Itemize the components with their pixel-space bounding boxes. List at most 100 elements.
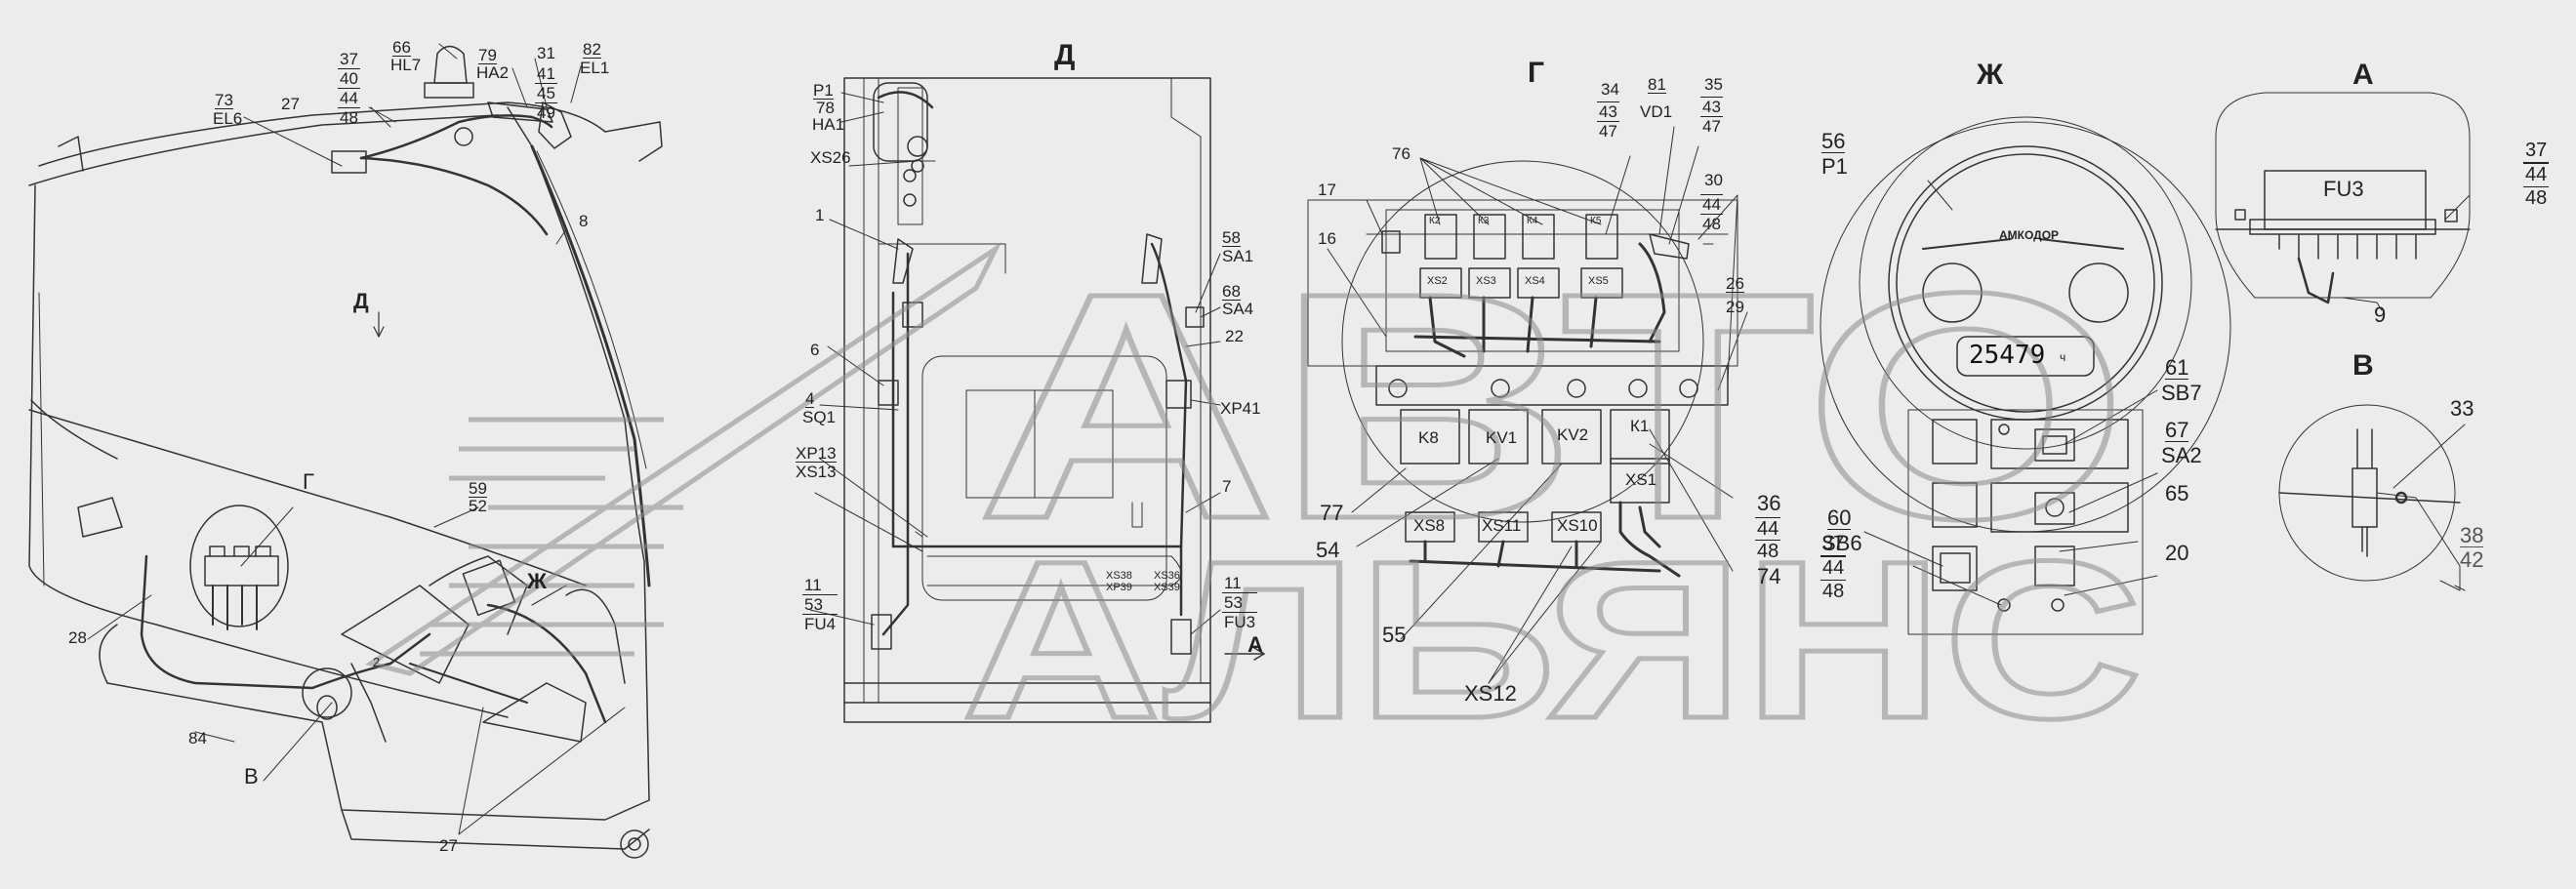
callout-8: 8 (579, 212, 589, 230)
connector-xs2: XS2 (1427, 275, 1448, 287)
callout-xp13: XP13 (796, 444, 837, 463)
odometer-display: 25479 (1969, 341, 2046, 370)
callout-36: 36 (1757, 491, 1781, 515)
callout-79: 79 (478, 46, 497, 64)
callout-xs38: XS38 (1106, 570, 1132, 582)
fuse-fu3-label: FU3 (2323, 177, 2364, 201)
callout-76: 76 (1392, 144, 1411, 163)
callout-74: 74 (1757, 564, 1781, 588)
callout-82: 82 (583, 40, 601, 59)
callout-60: 60 (1827, 505, 1852, 530)
view-v-ground-stud (2278, 404, 2466, 591)
callout-38: 38 (2460, 523, 2484, 547)
callout-xs36: XS36 (1154, 570, 1180, 582)
view-a-fuse-panel (2215, 92, 2471, 311)
view-title-zh: Ж (1977, 59, 2004, 91)
callout-el1: EL1 (580, 59, 610, 77)
callout-27-top: 27 (281, 95, 300, 113)
connector-xs10: XS10 (1557, 516, 1598, 535)
connector-xs5: XS5 (1588, 275, 1609, 287)
callout-78: 78 (816, 99, 835, 117)
callout-sb7: SB7 (2161, 381, 2202, 405)
relay-kv2: KV2 (1557, 425, 1589, 444)
callout-52: 52 (469, 497, 487, 515)
callout-9: 9 (2374, 303, 2387, 327)
callout-hl7: HL7 (390, 56, 422, 74)
view-title-a: А (2352, 59, 2374, 91)
connector-xs8: XS8 (1413, 516, 1446, 535)
callout-68: 68 (1222, 282, 1241, 301)
direction-d-arrow: Д (353, 289, 369, 313)
callout-sa4: SA4 (1222, 300, 1254, 318)
view-zh-instrument-panel (1820, 116, 2231, 635)
callout-34: 34 (1601, 80, 1619, 99)
callout-p1-d: P1 (813, 81, 834, 100)
callout-61: 61 (2165, 355, 2189, 380)
connector-xs4: XS4 (1525, 275, 1545, 287)
callout-xs39: XS39 (1154, 582, 1180, 593)
callout-xs26: XS26 (810, 148, 851, 167)
callout-vd1: VD1 (1640, 102, 1673, 121)
callout-67: 67 (2165, 418, 2189, 442)
callout-el6: EL6 (213, 109, 243, 128)
callout-ha1: HA1 (812, 115, 845, 134)
callout-sb6: SB6 (1821, 531, 1862, 555)
callout-1: 1 (815, 206, 825, 224)
callout-sa1: SA1 (1222, 247, 1254, 265)
relay-k1: К1 (1630, 417, 1650, 435)
callout-17: 17 (1318, 181, 1336, 199)
callout-66: 66 (392, 38, 411, 57)
view-title-g: Г (1528, 57, 1545, 89)
callout-22: 22 (1225, 327, 1244, 345)
relay-kv1: KV1 (1486, 428, 1518, 447)
callout-42: 42 (2460, 547, 2484, 572)
direction-a-arrow: А (1247, 632, 1263, 657)
relay-k2: К2 (1429, 216, 1441, 226)
relay-k3: К3 (1478, 216, 1490, 226)
callout-20: 20 (2165, 541, 2189, 565)
callout-xs12: XS12 (1464, 681, 1517, 706)
connector-xs3: XS3 (1476, 275, 1496, 287)
relay-k5: К5 (1590, 216, 1602, 226)
callout-p1-zh: P1 (1821, 154, 1848, 179)
callout-v-detail: В (244, 764, 259, 788)
relay-k4: К4 (1527, 216, 1538, 226)
callout-4: 4 (805, 389, 815, 408)
callout-ha2: HA2 (476, 63, 510, 82)
callout-58: 58 (1222, 228, 1241, 247)
callout-xp41: XP41 (1220, 399, 1261, 418)
callout-sq1: SQ1 (802, 408, 837, 426)
callout-26: 26 (1726, 274, 1744, 293)
callout-84: 84 (188, 729, 207, 748)
callout-33: 33 (2450, 396, 2474, 421)
gauge-brand: АМКОДОР (1999, 228, 2060, 242)
connector-xs1: XS1 (1625, 470, 1657, 489)
callout-28: 28 (68, 628, 87, 647)
callout-77: 77 (1320, 501, 1344, 525)
callout-g-detail: Г (303, 469, 314, 494)
callout-xs13: XS13 (796, 463, 837, 481)
connector-xs11: XS11 (1482, 516, 1522, 535)
relay-k8: K8 (1418, 428, 1439, 447)
callout-81: 81 (1648, 75, 1666, 94)
callout-2: 2 (373, 655, 381, 669)
callout-65: 65 (2165, 481, 2189, 505)
view-title-d: Д (1054, 39, 1076, 71)
callout-30: 30 (1704, 171, 1723, 189)
view-title-v: В (2352, 349, 2374, 382)
callout-56: 56 (1821, 129, 1846, 153)
callout-16: 16 (1318, 229, 1336, 248)
odometer-unit: ч (2060, 350, 2066, 364)
callout-35: 35 (1704, 75, 1723, 94)
callout-31: 31 (537, 44, 555, 62)
